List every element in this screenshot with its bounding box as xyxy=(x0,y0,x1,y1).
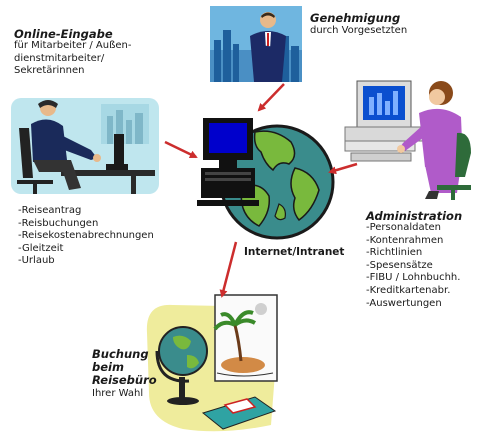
online-line: für Mitarbeiter / Außen- xyxy=(14,40,132,51)
arrow-admin-to-system xyxy=(328,162,358,175)
list-item: -Auswertungen xyxy=(366,297,442,309)
globe-computer-illustration xyxy=(197,118,335,240)
list-item: -Reisekostenabrechnungen xyxy=(18,230,154,242)
travel-agency-illustration xyxy=(146,294,278,432)
booking-line: beim xyxy=(92,360,124,374)
arrow-employee-to-system xyxy=(164,140,198,159)
list-item: -Kontenrahmen xyxy=(366,234,444,246)
arrow-manager-to-system xyxy=(257,83,285,112)
booking-title: Buchung beim Reisebüro xyxy=(92,348,157,387)
booking-line: Buchung xyxy=(92,347,149,361)
manager-illustration xyxy=(210,6,302,82)
admin-task-list: -Personaldaten -Kontenrahmen -Richtlinie… xyxy=(366,222,460,310)
list-item: -Spesensätze xyxy=(366,259,433,271)
online-title: Online-Eingabe xyxy=(14,27,113,41)
booking-subtitle: Ihrer Wahl xyxy=(92,388,144,399)
list-item: -Reiseantrag xyxy=(18,205,82,216)
admin-title: Administration xyxy=(366,209,463,223)
list-item: -Kreditkartenabr. xyxy=(366,284,451,296)
administrator-illustration xyxy=(344,80,471,200)
arrow-system-to-travel xyxy=(219,241,238,298)
approval-subtitle: durch Vorgesetzten xyxy=(310,25,408,36)
online-activity-list: -Reiseantrag -Reisbuchungen -Reisekosten… xyxy=(18,205,154,268)
list-item: -Urlaub xyxy=(18,255,55,267)
employee-at-computer-illustration xyxy=(11,98,159,194)
online-line: dienstmitarbeiter/ xyxy=(14,52,105,64)
network-label: Internet/Intranet xyxy=(244,246,345,258)
list-item: -Reisbuchungen xyxy=(18,217,99,229)
booking-line: Reisebüro xyxy=(92,373,157,387)
online-line: Sekretärinnen xyxy=(14,65,85,77)
list-item: -Richtlinien xyxy=(366,247,423,259)
list-item: -Personaldaten xyxy=(366,222,442,233)
approval-title: Genehmigung xyxy=(310,11,401,25)
list-item: -FIBU / Lohnbuchh. xyxy=(366,272,461,284)
online-description: für Mitarbeiter / Außen- dienstmitarbeit… xyxy=(14,40,131,78)
list-item: -Gleitzeit xyxy=(18,242,64,254)
